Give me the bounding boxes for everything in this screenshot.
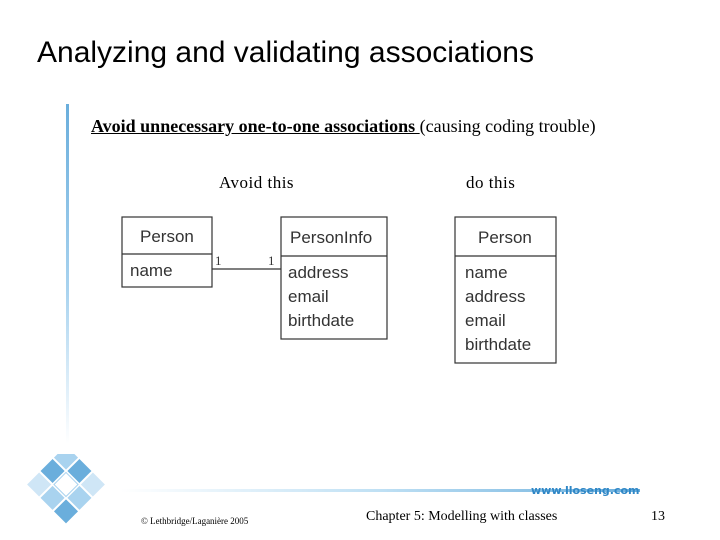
multiplicity-personinfo: 1 bbox=[268, 253, 275, 268]
do-person-attr-email: email bbox=[465, 311, 506, 330]
footer-copyright: © Lethbridge/Laganière 2005 bbox=[141, 516, 249, 526]
lead-statement: Avoid unnecessary one-to-one association… bbox=[91, 116, 596, 137]
personinfo-box bbox=[280, 216, 388, 340]
lead-rest: (causing coding trouble) bbox=[419, 116, 596, 136]
avoid-person-name: Person bbox=[140, 227, 194, 246]
multiplicity-person: 1 bbox=[215, 253, 222, 268]
do-person-attr-birthdate: birthdate bbox=[465, 335, 531, 354]
page-number: 13 bbox=[651, 509, 665, 524]
avoid-personinfo-class: PersonInfo address email birthdate bbox=[280, 216, 388, 340]
footer-chapter: Chapter 5: Modelling with classes bbox=[366, 509, 558, 524]
avoid-person-class: Person name bbox=[121, 216, 213, 288]
decorative-tiles bbox=[27, 454, 105, 524]
personinfo-attr-birthdate: birthdate bbox=[288, 311, 354, 330]
caption-do: do this bbox=[466, 173, 516, 192]
personinfo-attr-email: email bbox=[288, 287, 329, 306]
do-person-attr-name: name bbox=[465, 263, 508, 282]
avoid-person-box bbox=[121, 216, 213, 288]
vertical-accent-line bbox=[66, 104, 69, 444]
slide-title: Analyzing and validating associations bbox=[37, 36, 534, 69]
do-person-box bbox=[454, 216, 557, 364]
horizontal-accent-line bbox=[120, 489, 640, 492]
do-person-name: Person bbox=[478, 228, 532, 247]
lead-underlined: Avoid unnecessary one-to-one association… bbox=[91, 116, 420, 136]
personinfo-attr-address: address bbox=[288, 263, 348, 282]
avoid-person-attr-name: name bbox=[130, 261, 173, 280]
caption-avoid: Avoid this bbox=[219, 173, 295, 192]
personinfo-name: PersonInfo bbox=[290, 228, 372, 247]
do-person-attr-address: address bbox=[465, 287, 525, 306]
do-person-class: Person name address email birthdate bbox=[454, 216, 557, 364]
website-link[interactable]: www.lloseng.com bbox=[531, 484, 640, 497]
